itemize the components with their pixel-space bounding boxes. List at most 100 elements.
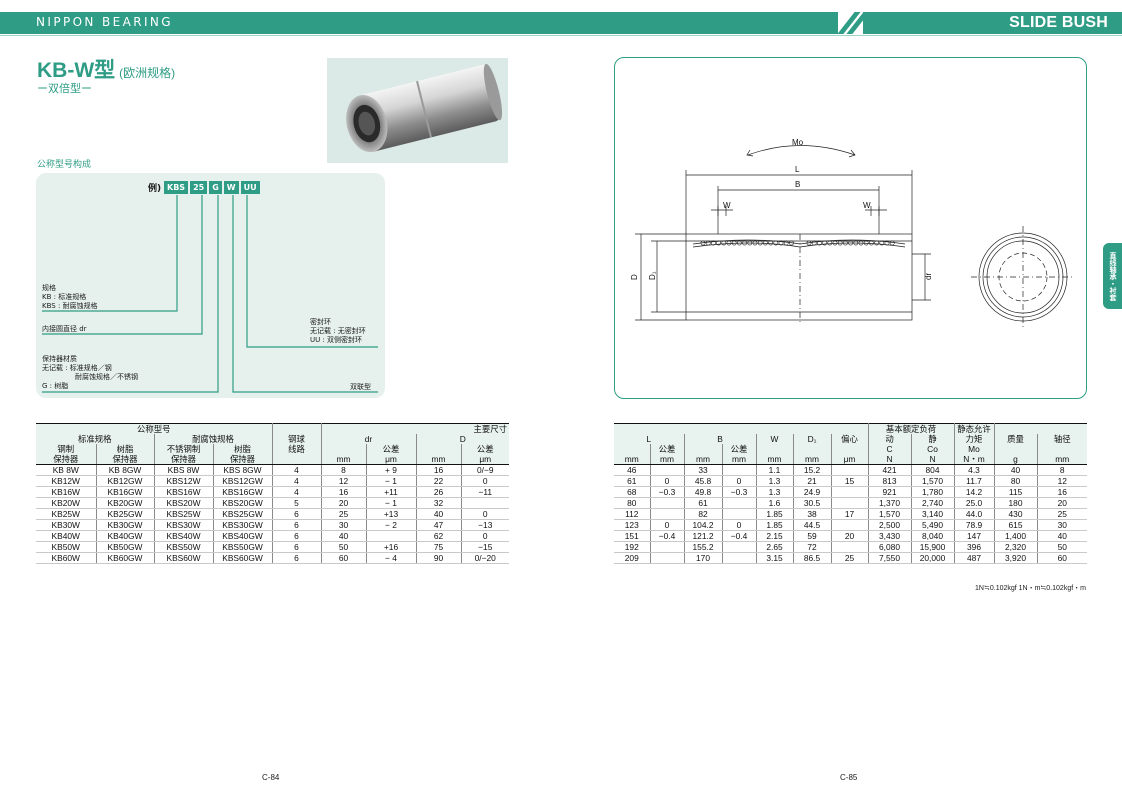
- table-cell: [650, 497, 685, 510]
- table-cell: 25: [831, 552, 869, 565]
- table-cell: [722, 464, 757, 477]
- table-cell: 0: [722, 475, 757, 488]
- table-cell: 25.0: [954, 497, 995, 510]
- label-w-left: W: [723, 201, 731, 210]
- table-cell: 11.7: [954, 475, 995, 488]
- table-cell: KB12GW: [96, 475, 155, 488]
- table-cell: 6,080: [868, 541, 912, 554]
- table-cell: 430: [994, 508, 1038, 521]
- table-cell: KBS30GW: [213, 519, 273, 532]
- brand-name: NIPPON BEARING: [36, 15, 174, 29]
- table-cell: 38: [793, 508, 832, 521]
- th-ss: 不锈钢制: [154, 444, 214, 455]
- bushing-photo-illustration: [346, 63, 503, 153]
- table-cell: KB20GW: [96, 497, 155, 510]
- table-cell: 0: [461, 475, 509, 488]
- table-cell: KB50GW: [96, 541, 155, 554]
- table-cell: [722, 497, 757, 510]
- th-r-mass: 质量: [994, 434, 1038, 445]
- table-cell: 1,400: [994, 530, 1038, 543]
- code-label-double: 双联型: [350, 383, 371, 391]
- th-r-B-tol: 公差: [722, 444, 757, 455]
- header-bar-right: [863, 12, 1122, 34]
- table-cell: 60: [321, 552, 367, 565]
- table-cell: 1,570: [911, 475, 955, 488]
- ball-bead: [822, 240, 827, 246]
- table-cell: 82: [684, 508, 723, 521]
- table-cell: KB 8GW: [96, 464, 155, 477]
- table-cell: 21: [793, 475, 832, 488]
- ball-bead: [711, 240, 716, 246]
- code-cell-double: W: [223, 181, 239, 194]
- table-cell: [831, 519, 869, 532]
- table-cell: KBS20GW: [213, 497, 273, 510]
- table-cell: 121.2: [684, 530, 723, 543]
- th-r-shaft: 轴径: [1037, 434, 1087, 445]
- th-r-W: W: [756, 434, 794, 445]
- table-cell: KBS40W: [154, 530, 214, 543]
- code-cell-retainer: G: [209, 181, 222, 194]
- th-r-u3: mm: [684, 454, 723, 466]
- th-r-u12: mm: [1037, 454, 1087, 466]
- table-cell: [722, 508, 757, 521]
- table-cell: 80: [994, 475, 1038, 488]
- table-cell: 40: [416, 508, 462, 521]
- table-cell: 4: [272, 486, 322, 499]
- th-ret1: 保持器: [36, 454, 97, 466]
- th-blank: [272, 423, 322, 434]
- th-r-u7: μm: [831, 454, 869, 466]
- th-model: 公称型号: [36, 423, 273, 434]
- table-cell: 813: [868, 475, 912, 488]
- table-cell: 20: [321, 497, 367, 510]
- th-ret3: 保持器: [154, 454, 214, 466]
- code-section-label: 公称型号构成: [37, 160, 92, 170]
- table-cell: [366, 530, 417, 543]
- table-cell: 421: [868, 464, 912, 477]
- th-r-u1: mm: [614, 454, 651, 466]
- table-cell: 209: [614, 552, 651, 565]
- ball-bead: [705, 240, 711, 246]
- ball-bead: [716, 240, 721, 246]
- th-unit-um: μm: [366, 454, 417, 466]
- table-cell: KB25GW: [96, 508, 155, 521]
- table-cell: −11: [461, 486, 509, 499]
- th-dr: dr: [321, 434, 417, 445]
- table-cell: 6: [272, 530, 322, 543]
- th-r-static: 静: [911, 434, 955, 445]
- table-cell: 8: [1037, 464, 1087, 477]
- table-cell: KB16GW: [96, 486, 155, 499]
- ball-bead: [863, 240, 869, 246]
- table-cell: 615: [994, 519, 1038, 532]
- th-std: 标准规格: [36, 434, 155, 445]
- table-cell: −13: [461, 519, 509, 532]
- ball-bead: [879, 240, 885, 246]
- th-r-L-blank: [614, 444, 651, 455]
- table-cell: 0: [650, 475, 685, 488]
- table-cell: 2.15: [756, 530, 794, 543]
- table-cell: 0: [461, 530, 509, 543]
- table-cell: 0/−9: [461, 464, 509, 477]
- ball-bead: [827, 240, 833, 246]
- th-r-B: B: [684, 434, 757, 445]
- dimension-table-right: 基本额定负荷 静态允许 L B W D₁ 偏心 动 静 力矩 质量 轴径 公差 …: [614, 423, 1087, 565]
- th-r-moment2: 力矩: [954, 434, 995, 445]
- table-cell: [650, 508, 685, 521]
- table-cell: KBS16GW: [213, 486, 273, 499]
- table-cell: 155.2: [684, 541, 723, 554]
- ball-bead: [868, 240, 874, 246]
- code-label-spec-kb: KB : 标准规格: [42, 293, 87, 301]
- table-cell: KB25W: [36, 508, 97, 521]
- table-cell: KBS12W: [154, 475, 214, 488]
- table-cell: KBS 8GW: [213, 464, 273, 477]
- table-cell: 61: [614, 475, 651, 488]
- table-cell: 40: [321, 530, 367, 543]
- table-cell: 72: [793, 541, 832, 554]
- label-dr: dr: [924, 273, 933, 280]
- ball-bead: [721, 240, 727, 246]
- product-photo: [327, 58, 508, 163]
